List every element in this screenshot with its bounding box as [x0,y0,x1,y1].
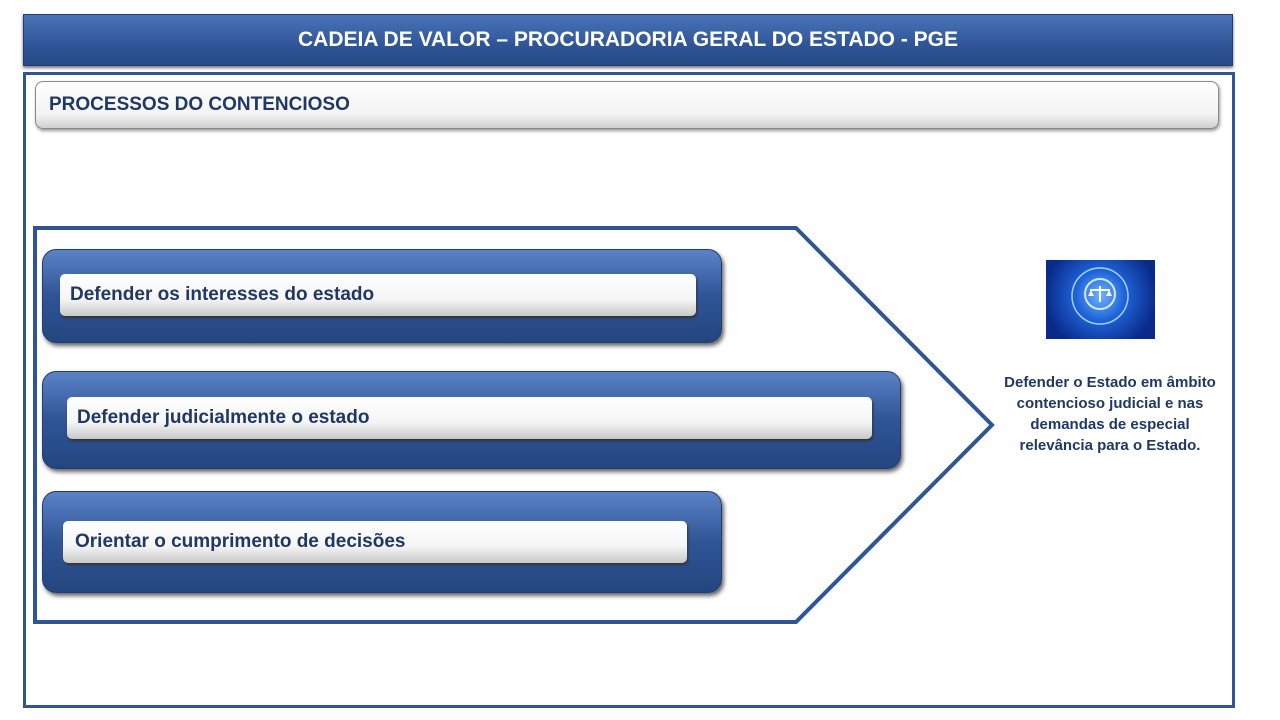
outcome-description: Defender o Estado em âmbito contencioso … [1004,374,1216,454]
process-item-2: Defender judicialmente o estado [67,397,872,439]
process-item-1: Defender os interesses do estado [60,274,696,316]
justice-scales-icon [1046,260,1155,339]
process-item-3: Orientar o cumprimento de decisões [63,521,687,563]
content-frame [23,72,1235,708]
section-title: PROCESSOS DO CONTENCIOSO [35,81,1219,129]
page-title: CADEIA DE VALOR – PROCURADORIA GERAL DO … [23,14,1233,66]
